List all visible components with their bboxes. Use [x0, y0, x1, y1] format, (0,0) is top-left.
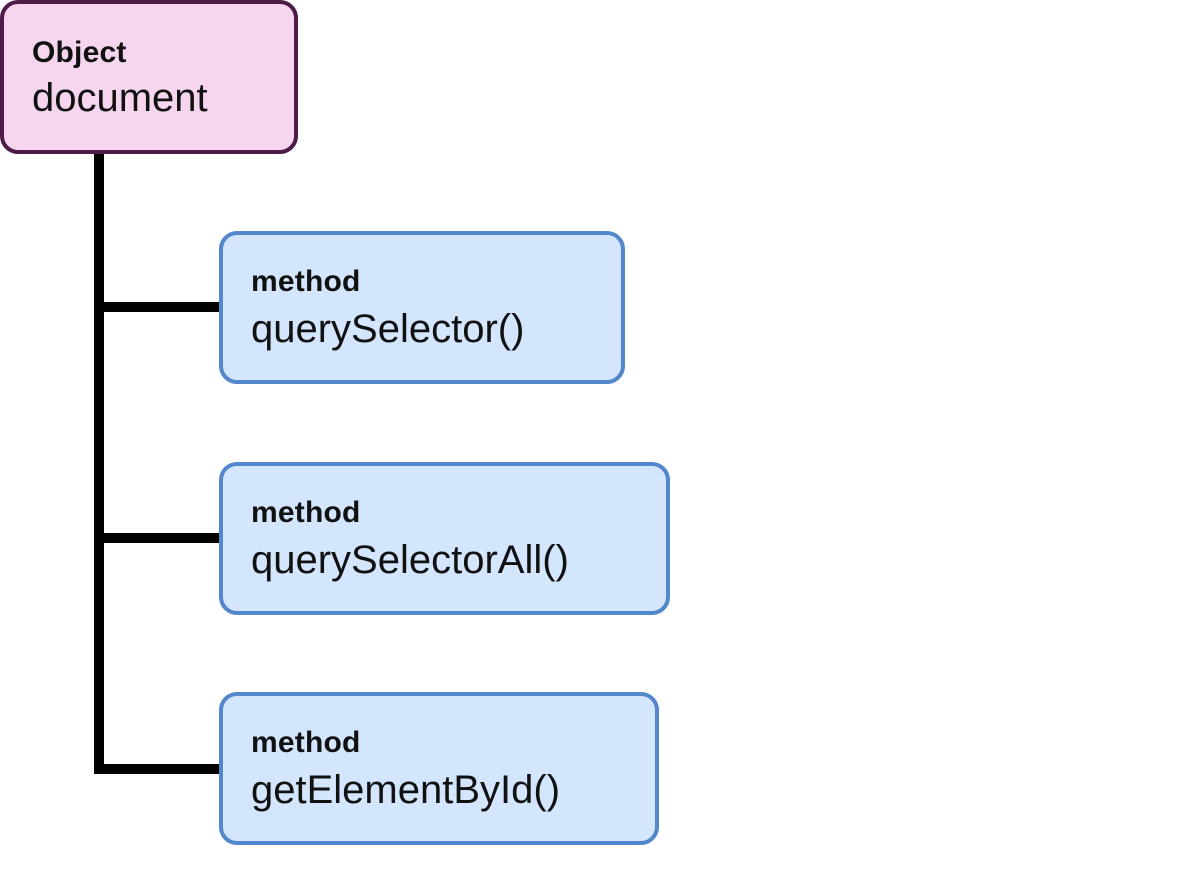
node-kind-label: method	[251, 496, 361, 529]
branch-line-query-selector-all	[94, 533, 222, 543]
method-node-get-element-by-id: method getElementById()	[219, 692, 659, 845]
node-name-label: getElementById()	[251, 768, 561, 812]
node-kind-label: method	[251, 726, 361, 759]
trunk-line	[94, 154, 104, 774]
node-name-label: querySelector()	[251, 307, 525, 351]
branch-line-query-selector	[94, 302, 222, 312]
method-node-query-selector: method querySelector()	[219, 231, 625, 384]
node-kind-label: Object	[32, 36, 127, 69]
node-name-label: querySelectorAll()	[251, 538, 569, 582]
object-node-document: Object document	[0, 0, 298, 154]
node-kind-label: method	[251, 265, 361, 298]
branch-line-get-element-by-id	[94, 764, 222, 774]
node-name-label: document	[32, 76, 208, 120]
method-node-query-selector-all: method querySelectorAll()	[219, 462, 670, 615]
